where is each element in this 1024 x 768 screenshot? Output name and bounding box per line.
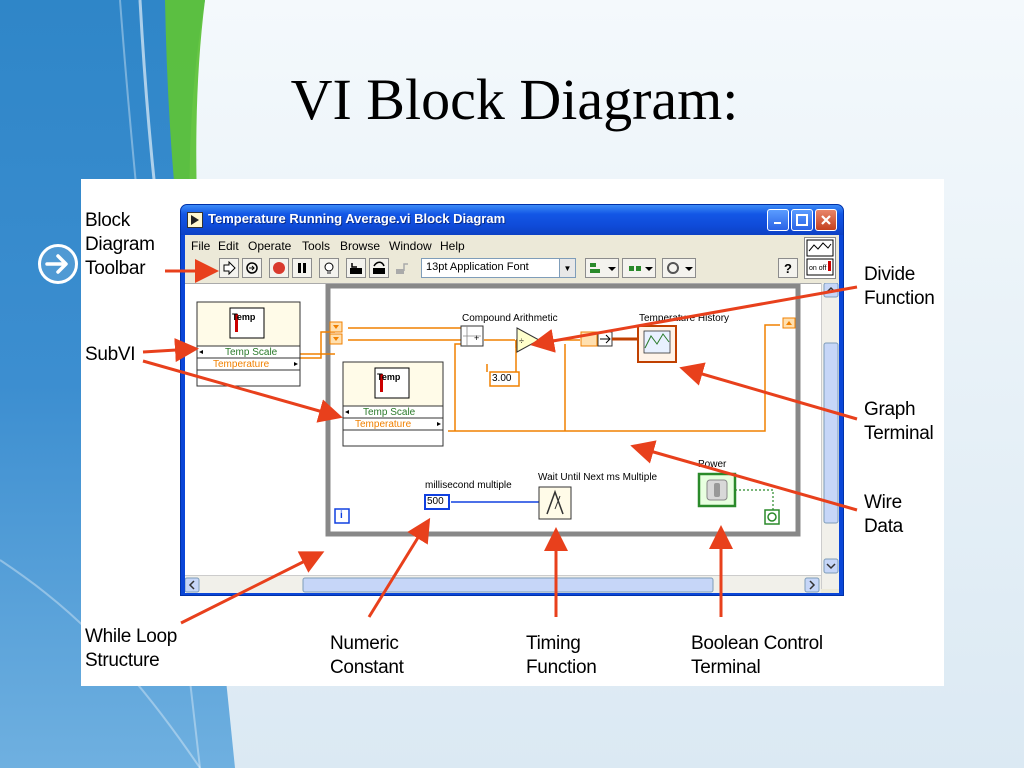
numeric-constant-500: [424, 494, 450, 510]
numeric-value: 500: [427, 496, 444, 507]
power-label: Power: [698, 459, 727, 470]
iteration-terminal: [334, 508, 350, 524]
svg-text:on off: on off: [809, 265, 826, 272]
menu-file[interactable]: File: [191, 239, 211, 253]
constant-value: 3.00: [492, 373, 512, 384]
window-titlebar[interactable]: Temperature Running Average.vi Block Dia…: [181, 205, 843, 235]
close-button[interactable]: [815, 209, 837, 231]
highlight-execution-icon[interactable]: [319, 258, 339, 278]
run-continuously-icon[interactable]: [242, 258, 262, 278]
menu-edit[interactable]: Edit: [218, 239, 239, 253]
horizontal-scrollbar[interactable]: [184, 575, 821, 593]
vertical-scrollbar[interactable]: [821, 282, 839, 589]
distribute-objects-icon[interactable]: [622, 258, 656, 278]
menu-browse[interactable]: Browse: [340, 239, 381, 253]
compound-arithmetic-label: Compound Arithmetic: [462, 313, 558, 324]
graph-label: Temperature History: [639, 313, 730, 324]
numeric-constant-3: [489, 371, 520, 387]
next-slide-icon[interactable]: [38, 244, 78, 284]
vi-connector-icon[interactable]: on off: [804, 237, 836, 279]
menu-tools[interactable]: Tools: [302, 239, 331, 253]
chevron-down-icon: ▼: [559, 259, 575, 277]
maximize-button[interactable]: [791, 209, 813, 231]
hscroll-thumb: [302, 577, 714, 593]
subvi1-term-temperature: Temperature: [213, 359, 270, 370]
svg-text:?: ?: [784, 261, 792, 275]
run-icon[interactable]: [219, 258, 239, 278]
svg-text:+: +: [474, 333, 479, 343]
loop-condition-terminal: [764, 509, 780, 525]
vi-icon: [187, 212, 203, 228]
subvi2-term-temp-scale: Temp Scale: [363, 407, 416, 418]
step-into-icon[interactable]: [346, 258, 366, 278]
subvi2-icon-label: Temp: [377, 372, 401, 382]
vscroll-thumb: [823, 342, 839, 524]
block-diagram-toolbar: 13pt Application Font ▼ ?: [185, 237, 839, 283]
pause-icon[interactable]: [292, 258, 312, 278]
millisecond-multiple-label: millisecond multiple: [425, 480, 512, 491]
slide-title: VI Block Diagram:: [290, 67, 739, 132]
reorder-icon[interactable]: [662, 258, 696, 278]
menu-help[interactable]: Help: [440, 239, 465, 253]
iteration-label: i: [340, 510, 343, 521]
block-diagram-window: Temperature Running Average.vi Block Dia…: [180, 204, 844, 596]
step-out-icon[interactable]: [392, 258, 412, 278]
window-client: File Edit Operate Tools Browse Window He…: [184, 235, 839, 593]
menu-operate[interactable]: Operate: [248, 239, 292, 253]
subvi1-term-temp-scale: Temp Scale: [225, 347, 278, 358]
window-title: Temperature Running Average.vi Block Dia…: [208, 211, 506, 226]
divide-function-node: [516, 327, 541, 353]
diagram-canvas[interactable]: + ÷: [185, 283, 821, 589]
menu-window[interactable]: Window: [389, 239, 432, 253]
align-objects-icon[interactable]: [585, 258, 619, 278]
menu-bar: File Edit Operate Tools Browse Window He…: [185, 235, 839, 255]
svg-text:÷: ÷: [519, 336, 524, 346]
callout-subvi: SubVI: [85, 344, 136, 365]
wait-function-label: Wait Until Next ms Multiple: [538, 472, 658, 483]
subvi1-icon-label: Temp: [232, 312, 256, 322]
subvi2-term-temperature: Temperature: [355, 419, 412, 430]
font-selector[interactable]: 13pt Application Font ▼: [421, 258, 576, 278]
abort-icon[interactable]: [269, 258, 289, 278]
minimize-button[interactable]: [767, 209, 789, 231]
step-over-icon[interactable]: [369, 258, 389, 278]
context-help-icon[interactable]: ?: [778, 258, 798, 278]
